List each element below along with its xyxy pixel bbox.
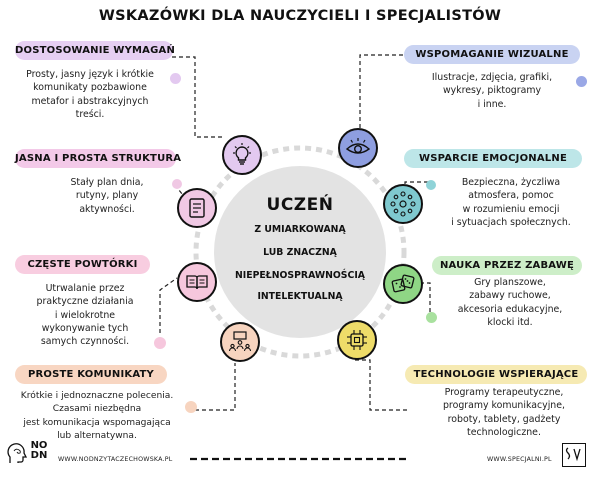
lightbulb-icon <box>222 135 262 175</box>
nodn-logo: NO DN <box>30 440 48 461</box>
support-circle-icon <box>383 184 423 224</box>
label-komunikaty: PROSTE KOMUNIKATY <box>15 365 167 384</box>
desc-komunikaty: Krótkie i jednoznaczne polecenia.Czasami… <box>20 391 174 441</box>
desc-zabawa: Gry planszowe,zabawy ruchowe,akcesoria e… <box>457 277 563 328</box>
dice-icon <box>383 264 423 304</box>
eye-icon <box>338 128 378 168</box>
page-title: WSKAZÓWKI DLA NAUCZYCIELI I SPECJALISTÓW <box>98 8 502 24</box>
center-line-2: LUB ZNACZNĄ <box>263 247 337 258</box>
footer-url-left[interactable]: WWW.NODNZYTACZECHOWSKA.PL <box>58 456 173 463</box>
footer-url-right[interactable]: WWW.SPECJALNI.PL <box>487 456 552 463</box>
label-struktura: JASNA I PROSTA STRUKTURA <box>15 149 181 168</box>
dot-decor <box>172 179 182 189</box>
dot-decor <box>576 76 587 87</box>
center-line-3: NIEPEŁNOSPRAWNOŚCIĄ <box>235 270 365 281</box>
dot-decor <box>426 180 436 190</box>
dot-decor <box>185 401 197 413</box>
label-dostosowanie: DOSTOSOWANIE WYMAGAŃ <box>15 41 175 60</box>
dot-decor <box>154 337 166 349</box>
book-icon <box>177 262 217 302</box>
desc-technologie: Programy terapeutyczne,programy komunika… <box>442 387 565 438</box>
chip-icon <box>337 320 377 360</box>
label-powtorki: CZĘSTE POWTÓRKI <box>15 255 150 274</box>
label-wizualne: WSPOMAGANIE WIZUALNE <box>404 45 580 64</box>
desc-wizualne: Ilustracje, zdjęcia, grafiki,wykresy, pi… <box>431 72 553 110</box>
specjalni-logo-icon <box>562 443 586 467</box>
center-line-4: INTELEKTUALNĄ <box>257 291 343 302</box>
head-logo-icon <box>6 443 28 467</box>
dot-decor <box>170 73 181 84</box>
center-line-1: Z UMIARKOWANĄ <box>254 224 346 235</box>
label-emocjonalne: WSPARCIE EMOCJONALNE <box>404 149 582 168</box>
teacher-board-icon <box>220 322 260 362</box>
center-heading: UCZEŃ <box>266 195 334 215</box>
checklist-icon <box>177 188 217 228</box>
label-technologie: TECHNOLOGIE WSPIERAJĄCE <box>405 365 587 384</box>
label-zabawa: NAUKA PRZEZ ZABAWĘ <box>432 256 582 275</box>
dot-decor <box>426 312 437 323</box>
